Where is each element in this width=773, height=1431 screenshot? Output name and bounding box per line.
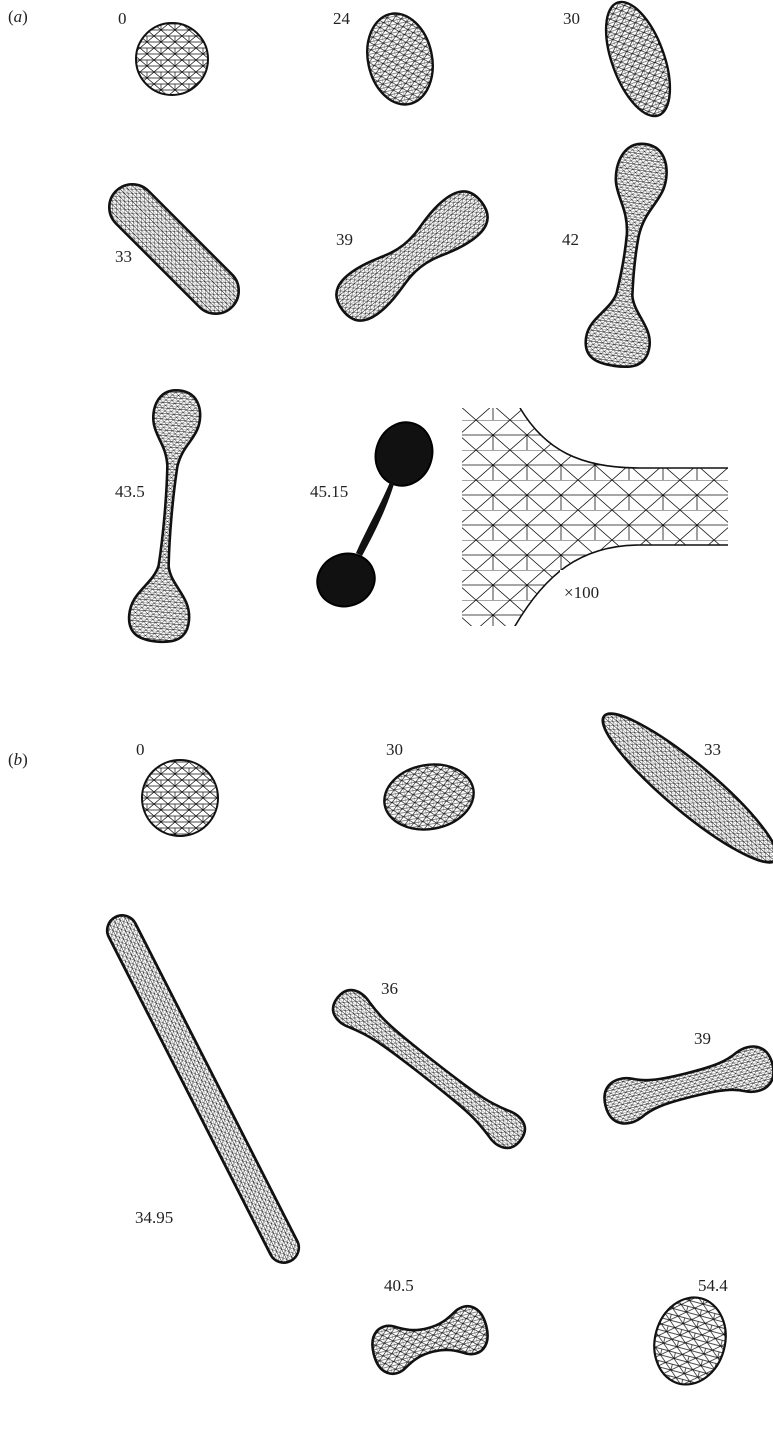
- frame-label: 0: [118, 9, 127, 28]
- drop-shape: [142, 760, 218, 836]
- drop-shape: [368, 1302, 492, 1377]
- frame-label: 45.15: [310, 482, 348, 501]
- magnification-label: ×100: [564, 583, 599, 602]
- drop-shape: [593, 0, 683, 124]
- frame-label: 40.5: [384, 1276, 414, 1295]
- frame-label: 33: [115, 247, 132, 266]
- drop-shape: [136, 23, 208, 95]
- drop-shape: [328, 183, 497, 330]
- panel-b-label: (b): [8, 750, 28, 769]
- drop-shape: [127, 388, 209, 644]
- drop-shape: [327, 984, 532, 1155]
- drop-shape: [102, 910, 304, 1268]
- drop-shape: [310, 415, 441, 614]
- frame-label: 33: [704, 740, 721, 759]
- drop-shape: [600, 1042, 773, 1127]
- frame-label: 30: [386, 740, 403, 759]
- drop-shape: [379, 758, 479, 837]
- panel-b: (b) 0 30 33 34.95 36 39 40.5 54.4: [8, 698, 773, 1393]
- frame-label: 30: [563, 9, 580, 28]
- panel-a-label: (a): [8, 7, 28, 26]
- frame-label: 36: [381, 979, 398, 998]
- frame-label: 39: [336, 230, 353, 249]
- drop-shape: [645, 1289, 735, 1392]
- drop-shape: [359, 7, 441, 110]
- frame-label: 42: [562, 230, 579, 249]
- frame-label: 0: [136, 740, 145, 759]
- frame-label: 43.5: [115, 482, 145, 501]
- drop-shape: [583, 140, 678, 371]
- drop-shape: [589, 698, 773, 879]
- frame-label: 54.4: [698, 1276, 728, 1295]
- frame-label: 39: [694, 1029, 711, 1048]
- panel-a: (a) 0 24 30 33 39 42 43.5 45.15: [8, 0, 728, 644]
- frame-label: 34.95: [135, 1208, 173, 1227]
- frame-label: 24: [333, 9, 351, 28]
